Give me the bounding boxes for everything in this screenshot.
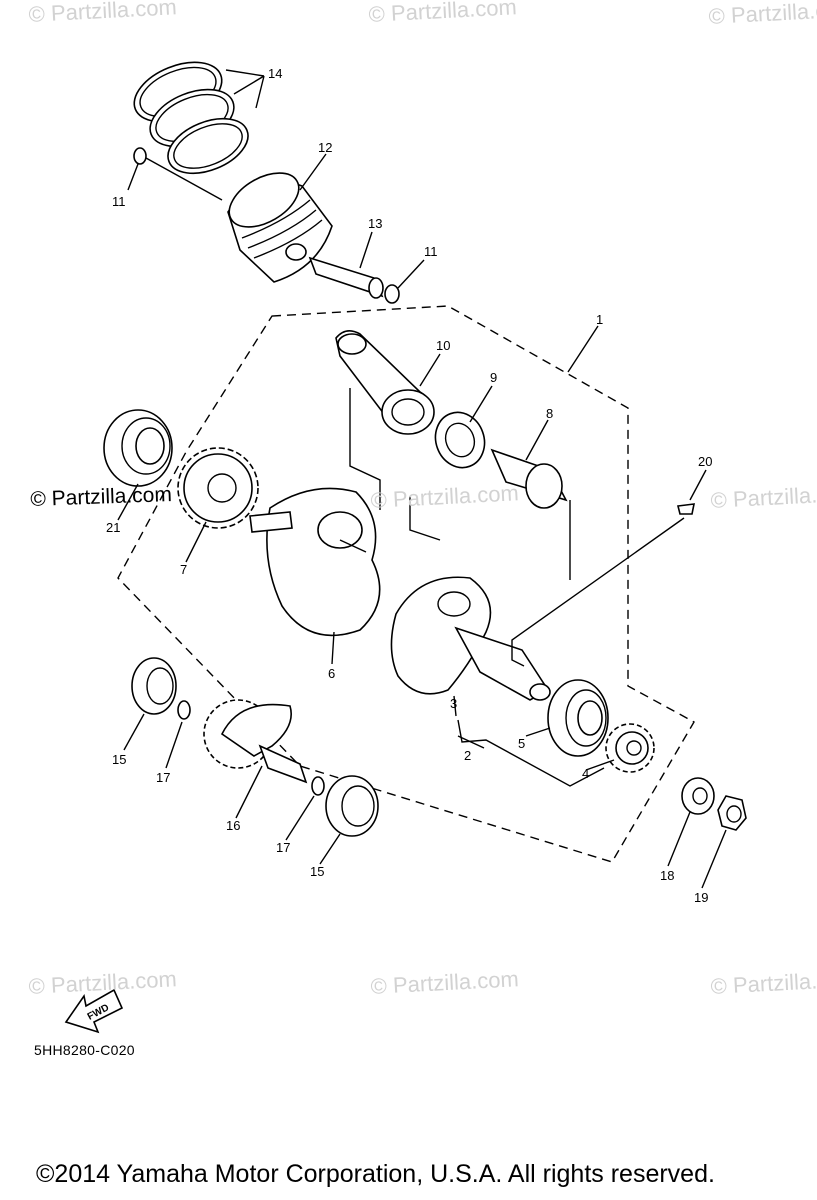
piston-pin-clip-left [133,147,147,165]
crank-web-right [390,576,551,701]
callout-21: 21 [106,520,120,535]
callout-4: 4 [582,766,589,781]
balancer-bearing-left [131,657,177,715]
balancer-bearing-right [325,775,379,837]
callout-1: 1 [596,312,603,327]
bearing-right-main [547,679,609,757]
washer [681,777,715,815]
callout-17-right: 17 [276,840,290,855]
bracket-line-rod [349,388,381,510]
connecting-rod [335,330,435,435]
assembly-outline [117,305,695,863]
watermark: © Partzilla.com [30,483,173,511]
callout-7: 7 [180,562,187,577]
o-ring-left [177,700,191,720]
callout-14: 14 [268,66,282,81]
piston [227,172,333,283]
piston-pin [308,256,384,299]
callout-16: 16 [226,818,240,833]
gear-sprocket [605,723,655,773]
callout-20: 20 [698,454,712,469]
piston-rings [133,61,249,175]
gear-crank [177,447,259,529]
callout-11-left: 11 [112,194,126,209]
crank-web-left [249,487,381,637]
bracket-line-pin [409,496,571,580]
diagram-code: 5HH8280-C020 [34,1042,135,1058]
bearing-left [103,409,173,487]
callout-10: 10 [436,338,450,353]
callout-11-right: 11 [424,244,438,259]
callout-6: 6 [328,666,335,681]
copyright-notice: ©2014 Yamaha Motor Corporation, U.S.A. A… [36,1160,715,1188]
needle-bearing [434,411,486,469]
piston-pin-clip-right [384,284,400,304]
callout-3: 3 [450,696,457,711]
callout-8: 8 [546,406,553,421]
woodruff-key [677,503,696,515]
callout-18: 18 [660,868,674,883]
callout-9: 9 [490,370,497,385]
callout-19: 19 [694,890,708,905]
crank-pin [490,448,568,509]
callout-15-right: 15 [310,864,324,879]
leader-lines [117,69,727,889]
callout-5: 5 [518,736,525,751]
callout-15-left: 15 [112,752,126,767]
callout-17-left: 17 [156,770,170,785]
balancer-shaft [203,699,308,784]
o-ring-right [311,776,325,796]
key-leader [511,517,685,667]
callout-2: 2 [464,748,471,763]
nut [717,795,747,831]
callout-13: 13 [368,216,382,231]
callout-12: 12 [318,140,332,155]
